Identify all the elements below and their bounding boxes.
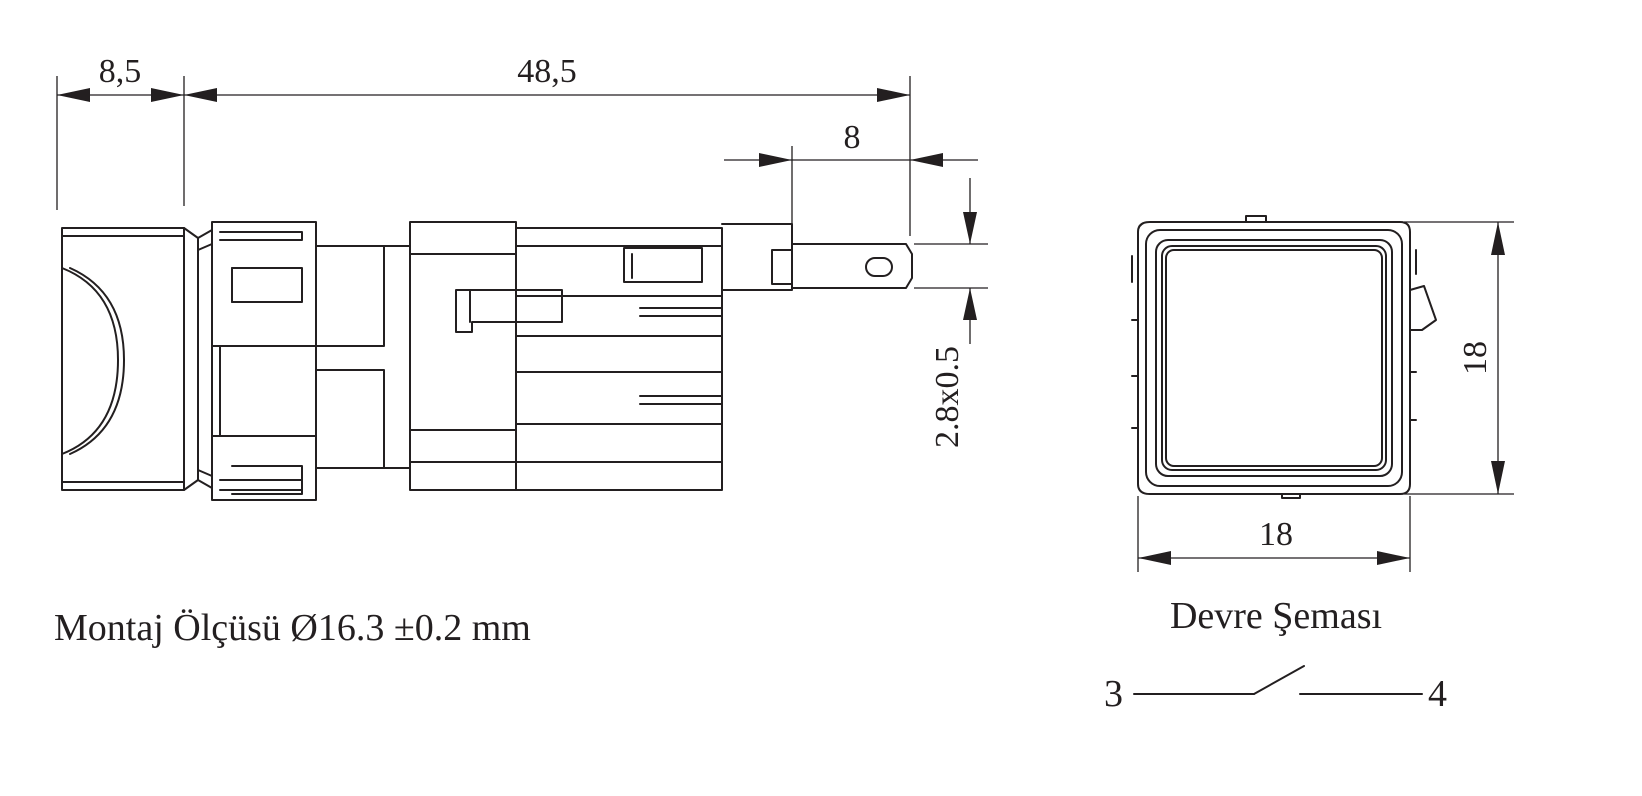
dimension-body-length-label: 48,5	[517, 53, 577, 90]
front-view	[1131, 215, 1437, 499]
dimension-front-width: 18	[1138, 516, 1410, 565]
dimension-front-height: 18	[1457, 222, 1505, 494]
dimension-knob-length: 8,5	[57, 53, 184, 102]
switch-body	[409, 221, 723, 491]
terminal	[721, 223, 913, 291]
mounting-dimension-text: Montaj Ölçüsü Ø16.3 ±0.2 mm	[54, 607, 531, 649]
neck	[315, 245, 411, 469]
front-dimensions: 18 18	[1137, 221, 1514, 572]
side-dimensions: 8,5 48,5 8 2.8x0.5	[56, 53, 988, 448]
side-view	[61, 221, 913, 501]
button-cap	[61, 227, 213, 491]
dimension-terminal-size: 2.8x0.5	[914, 178, 988, 448]
dimension-terminal-length: 8	[724, 119, 978, 167]
dimension-terminal-length-label: 8	[844, 119, 861, 156]
terminal-4-label: 4	[1428, 673, 1447, 715]
dimension-front-height-label: 18	[1457, 341, 1494, 375]
circuit-diagram: 3 4	[1104, 665, 1447, 715]
terminal-3-label: 3	[1104, 673, 1123, 715]
circuit-diagram-title: Devre Şeması	[1170, 595, 1382, 637]
dimension-body-length: 48,5	[184, 53, 910, 102]
dimension-terminal-size-label: 2.8x0.5	[929, 346, 966, 448]
dimension-front-width-label: 18	[1259, 516, 1293, 553]
dimension-knob-length-label: 8,5	[99, 53, 142, 90]
mounting-bezel	[211, 221, 317, 501]
